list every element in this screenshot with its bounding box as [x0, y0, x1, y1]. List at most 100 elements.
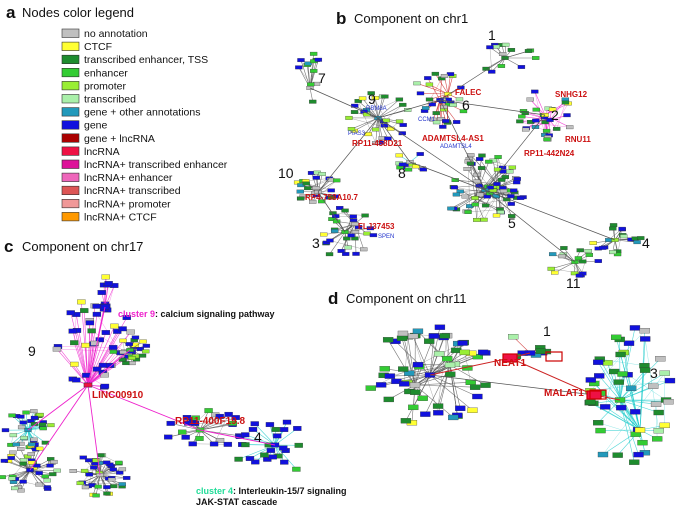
- network-node: [425, 82, 434, 87]
- network-node: [248, 427, 258, 432]
- network-node: [617, 371, 628, 377]
- cluster9-annotation: cluster 9: calcium signaling pathway: [118, 309, 275, 319]
- network-node: [381, 94, 389, 99]
- network-node: [616, 404, 627, 411]
- network-node: [499, 189, 508, 193]
- network-edge: [99, 474, 108, 494]
- network-node: [609, 250, 617, 255]
- legend-swatch: [61, 54, 80, 65]
- network-node: [41, 474, 49, 479]
- network-node: [399, 102, 407, 107]
- network-edge: [2, 469, 31, 478]
- legend-swatch: [61, 120, 80, 130]
- network-edge: [416, 83, 449, 95]
- legend-swatch: [61, 41, 80, 51]
- network-edge: [597, 399, 621, 423]
- network-node: [384, 136, 392, 141]
- network-edge: [530, 99, 546, 116]
- inter-cluster-edge: [317, 191, 346, 233]
- network-node: [480, 217, 488, 222]
- chr1-cluster-8-nodes: [395, 152, 428, 172]
- network-node: [384, 373, 396, 379]
- network-edge: [298, 67, 311, 85]
- network-node: [611, 334, 622, 340]
- network-node: [594, 259, 602, 263]
- network-node: [312, 175, 321, 180]
- network-node: [481, 203, 490, 208]
- network-node: [461, 194, 469, 199]
- network-node: [659, 422, 670, 429]
- network-node: [35, 482, 43, 487]
- network-node: [30, 415, 39, 420]
- network-edge: [605, 371, 615, 407]
- network-edge: [99, 474, 108, 488]
- network-node: [231, 415, 240, 421]
- network-node: [439, 124, 447, 129]
- network-edge: [274, 444, 297, 470]
- chr17-cluster-9: 9: [28, 343, 36, 359]
- network-edge: [375, 117, 379, 130]
- network-node: [139, 339, 147, 344]
- network-edge: [437, 335, 448, 407]
- network-node: [228, 420, 237, 426]
- chr1-cluster-10-nodes: [293, 170, 341, 204]
- chr1-cluster-11: 11: [566, 275, 581, 291]
- network-node: [399, 123, 407, 127]
- network-node: [273, 433, 282, 439]
- network-node: [497, 210, 505, 215]
- network-edge: [436, 99, 441, 123]
- network-edge: [655, 404, 658, 439]
- network-node: [408, 404, 419, 411]
- network-node: [8, 476, 16, 481]
- chr11-cluster-3: 3: [650, 365, 658, 381]
- network-edge: [468, 209, 501, 213]
- network-node: [382, 337, 394, 343]
- network-node: [352, 251, 360, 256]
- network-node: [445, 371, 456, 377]
- inter-cluster-edge: [484, 189, 576, 263]
- network-node: [431, 71, 440, 76]
- network-node: [302, 181, 310, 186]
- network-edge: [429, 374, 473, 411]
- network-node: [480, 382, 491, 388]
- network-node: [265, 422, 275, 428]
- network-node: [650, 401, 662, 407]
- legend-swatch: [61, 212, 80, 222]
- network-node: [629, 325, 641, 331]
- network-node: [447, 206, 455, 211]
- network-node: [297, 196, 305, 201]
- network-node: [47, 423, 55, 428]
- network-edge: [354, 117, 379, 132]
- network-edge: [56, 348, 89, 386]
- network-node: [106, 362, 115, 368]
- network-node: [234, 456, 243, 462]
- network-node: [318, 172, 326, 176]
- network-node: [17, 425, 26, 430]
- network-node: [138, 353, 147, 358]
- label-rp11-400f19: RP11-400F19.8: [175, 416, 245, 427]
- network-node: [92, 366, 102, 372]
- network-node: [342, 252, 350, 256]
- network-edge: [170, 423, 201, 431]
- network-node: [366, 226, 375, 231]
- network-node: [600, 404, 611, 410]
- network-edge: [619, 358, 661, 401]
- legend-swatch: [61, 146, 80, 156]
- network-edge: [91, 330, 126, 352]
- network-node: [633, 240, 641, 245]
- network-node: [517, 65, 526, 69]
- network-node: [110, 323, 119, 329]
- network-node: [122, 361, 130, 366]
- label-rp4-758a10: RP4-758A10.7: [305, 193, 358, 202]
- linc00910-node: [83, 382, 93, 388]
- network-node: [502, 42, 510, 47]
- network-node: [103, 485, 111, 490]
- network-edge: [429, 374, 478, 397]
- network-node: [17, 447, 25, 451]
- chr1-cluster-3: 3: [312, 235, 320, 251]
- network-node: [351, 230, 360, 234]
- network-node: [297, 58, 305, 63]
- panel-d-letter: d: [328, 289, 338, 308]
- network-node: [507, 194, 515, 199]
